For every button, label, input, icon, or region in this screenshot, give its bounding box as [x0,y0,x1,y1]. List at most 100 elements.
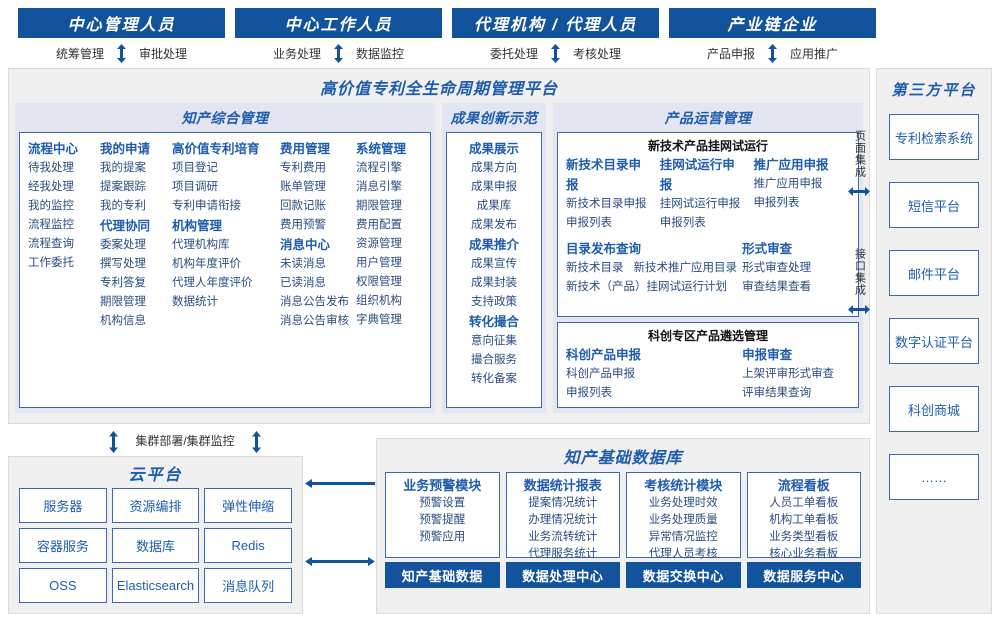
menu-item[interactable]: 评审结果查询 [742,387,812,399]
menu-item[interactable]: 成果申报 [471,181,517,193]
third-party-item-patent-search[interactable]: 专利检索系统 [889,114,979,160]
menu-item[interactable]: 申报列表 [753,197,800,209]
third-party-item-kechuang-mall[interactable]: 科创商城 [889,386,979,432]
group-heading[interactable]: 代理协同 [100,219,151,233]
db-item[interactable]: 预警应用 [419,531,466,543]
db-item[interactable]: 业务类型看板 [769,531,839,543]
menu-item[interactable]: 专利费用 [280,162,326,174]
menu-item[interactable]: 专利答复 [100,277,146,289]
menu-item[interactable]: 期限管理 [100,296,146,308]
cloud-cell-redis[interactable]: Redis [204,528,292,563]
menu-item[interactable]: 申报列表 [659,217,706,229]
cloud-cell-autoscaling[interactable]: 弹性伸缩 [204,488,292,523]
db-item[interactable]: 预警提醒 [419,514,466,526]
menu-item[interactable]: 申报列表 [566,217,612,229]
menu-item[interactable]: 新技术（产品）挂网试运行计划 [566,281,727,293]
db-item[interactable]: 人员工单看板 [769,497,839,509]
cloud-cell-elasticsearch[interactable]: Elasticsearch [111,568,200,603]
menu-item[interactable]: 挂网试运行申报 [659,198,741,210]
group-heading[interactable]: 我的申请 [100,142,151,156]
db-item[interactable]: 代理人员考核 [648,548,718,560]
menu-item[interactable]: 成果发布 [471,219,517,231]
third-party-item-more[interactable]: …… [889,454,979,500]
group-heading[interactable]: 费用管理 [280,142,331,156]
group-heading[interactable]: 成果推介 [468,238,519,252]
menu-item[interactable]: 支持政策 [471,296,517,308]
menu-item[interactable]: 资源管理 [356,238,402,250]
db-item[interactable]: 业务流转统计 [528,531,598,543]
group-heading[interactable]: 高价值专利培育 [172,142,260,156]
role-card-3[interactable]: 代理机构 / 代理人员 [452,8,659,38]
menu-item[interactable]: 消息公告发布 [280,296,349,308]
db-footer-processing-center[interactable]: 数据处理中心 [505,562,620,588]
menu-item[interactable]: 项目登记 [172,162,218,174]
menu-item[interactable]: 字典管理 [356,314,402,326]
menu-item[interactable]: 审查结果查看 [742,281,812,293]
menu-item[interactable]: 流程监控 [28,219,74,231]
db-item[interactable]: 办理情况统计 [528,514,598,526]
menu-item[interactable]: 机构信息 [100,315,146,327]
menu-item[interactable]: 成果库 [476,200,512,212]
menu-item[interactable]: 流程引擎 [356,162,402,174]
group-heading[interactable]: 系统管理 [356,142,407,156]
menu-item[interactable]: 消息引擎 [356,181,402,193]
menu-item[interactable]: 意向征集 [471,335,517,347]
menu-item[interactable]: 我的监控 [28,200,74,212]
group-heading[interactable]: 形式审查 [742,242,793,256]
menu-item[interactable]: 机构年度评价 [172,258,241,270]
role-card-2[interactable]: 中心工作人员 [235,8,442,38]
menu-item[interactable]: 工作委托 [28,257,74,269]
third-party-item-sms[interactable]: 短信平台 [889,182,979,228]
menu-item[interactable]: 账单管理 [280,181,326,193]
db-item[interactable]: 机构工单看板 [769,514,839,526]
db-item[interactable]: 代理服务统计 [528,548,598,560]
menu-item[interactable]: 回款记账 [280,200,326,212]
menu-item[interactable]: 经我处理 [28,181,74,193]
group-heading[interactable]: 消息中心 [280,238,331,252]
group-heading[interactable]: 成果展示 [468,142,519,156]
db-footer-service-center[interactable]: 数据服务中心 [746,562,861,588]
menu-item[interactable]: 代理人年度评价 [172,277,253,289]
cloud-cell-oss[interactable]: OSS [19,568,107,603]
group-heading[interactable]: 推广应用申报 [753,158,829,172]
menu-item[interactable]: 专利申请衔接 [172,200,241,212]
menu-item[interactable]: 组织机构 [356,295,402,307]
menu-item[interactable]: 新技术目录申报 [566,198,647,210]
menu-item[interactable]: 费用配置 [356,219,402,231]
db-item[interactable]: 业务处理时效 [648,497,718,509]
menu-item[interactable]: 流程查询 [28,238,74,250]
group-heading[interactable]: 挂网试运行申报 [659,158,735,192]
role-card-4[interactable]: 产业链企业 [669,8,876,38]
menu-item[interactable]: 数据统计 [172,296,218,308]
cloud-cell-container[interactable]: 容器服务 [19,528,107,563]
menu-item[interactable]: 消息公告审核 [280,315,349,327]
group-heading[interactable]: 机构管理 [172,219,223,233]
menu-item[interactable]: 权限管理 [356,276,402,288]
menu-item[interactable]: 申报列表 [566,387,612,399]
cloud-cell-server[interactable]: 服务器 [19,488,107,523]
menu-item[interactable]: 撰写处理 [100,258,146,270]
db-item[interactable]: 提案情况统计 [528,497,598,509]
menu-item[interactable]: 新技术目录 [566,262,624,274]
menu-item[interactable]: 转化备案 [471,373,517,385]
menu-item[interactable]: 成果宣传 [471,258,517,270]
menu-item[interactable]: 撮合服务 [471,354,517,366]
group-heading[interactable]: 流程中心 [28,142,79,156]
group-heading[interactable]: 新技术目录申报 [566,158,642,192]
menu-item[interactable]: 成果方向 [471,162,517,174]
menu-item[interactable]: 我的专利 [100,200,146,212]
db-footer-exchange-center[interactable]: 数据交换中心 [626,562,741,588]
menu-item[interactable]: 推广应用申报 [753,178,823,190]
db-item[interactable]: 异常情况监控 [648,531,718,543]
group-heading[interactable]: 申报审查 [742,348,793,362]
menu-item[interactable]: 科创产品申报 [566,368,635,380]
group-heading[interactable]: 目录发布查询 [566,242,642,256]
menu-item[interactable]: 代理机构库 [172,239,230,251]
menu-item[interactable]: 已读消息 [280,277,326,289]
third-party-item-email[interactable]: 邮件平台 [889,250,979,296]
menu-item[interactable]: 上架评审形式审查 [742,368,835,380]
cloud-cell-message-queue[interactable]: 消息队列 [204,568,292,603]
third-party-item-digital-cert[interactable]: 数字认证平台 [889,318,979,364]
menu-item[interactable]: 未读消息 [280,258,326,270]
menu-item[interactable]: 待我处理 [28,162,74,174]
